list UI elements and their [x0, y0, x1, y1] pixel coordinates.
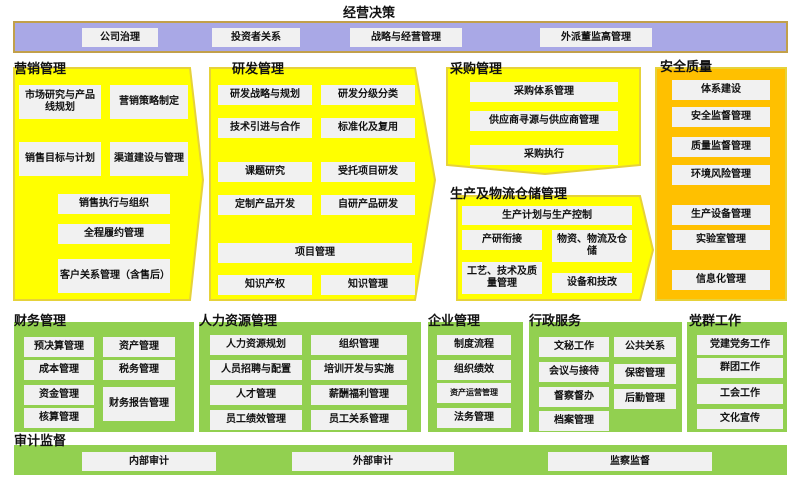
safety-title: 安全质量 [660, 60, 713, 75]
hr-item: 员工关系管理 [311, 410, 407, 430]
finance-item: 成本管理 [24, 360, 94, 380]
production-item: 设备和技改 [552, 273, 632, 293]
finance-item: 预决算管理 [24, 337, 94, 357]
decision-item: 公司治理 [82, 28, 158, 47]
hr-item: 人力资源规划 [210, 335, 302, 355]
party-item: 党建党务工作 [697, 335, 783, 355]
safety-item: 实验室管理 [672, 230, 770, 250]
admin-item: 保密管理 [614, 364, 676, 384]
hr-item: 薪酬福利管理 [311, 385, 407, 405]
rnd-item: 研发战略与规划 [218, 85, 312, 105]
finance-item: 核算管理 [24, 408, 94, 428]
marketing-item: 渠道建设与管理 [110, 142, 188, 176]
admin-item: 后勤管理 [614, 389, 676, 409]
safety-item: 体系建设 [672, 80, 770, 100]
safety-item: 环境风险管理 [672, 165, 770, 185]
admin-item: 文秘工作 [539, 337, 609, 357]
audit-title: 审计监督 [14, 434, 67, 449]
rnd-title: 研发管理 [232, 62, 285, 77]
admin-item: 公共关系 [614, 337, 676, 357]
enterprise-item: 资产运营管理 [437, 383, 511, 403]
rnd-item: 项目管理 [218, 243, 412, 263]
enterprise-item: 法务管理 [437, 408, 511, 428]
marketing-item: 全程履约管理 [58, 224, 170, 244]
safety-item: 信息化管理 [672, 270, 770, 290]
marketing-title: 营销管理 [14, 62, 67, 77]
finance-item: 税务管理 [103, 360, 175, 380]
marketing-item: 营销策略制定 [110, 85, 188, 119]
decision-item: 战略与经营管理 [350, 28, 462, 47]
admin-item: 督察督办 [539, 387, 609, 407]
rnd-item: 定制产品开发 [218, 195, 312, 215]
production-item: 生产计划与生产控制 [462, 206, 632, 225]
finance-title: 财务管理 [14, 314, 67, 329]
hr-item: 人员招聘与配置 [210, 360, 302, 380]
rnd-item: 知识产权 [218, 275, 312, 295]
enterprise-item: 组织绩效 [437, 360, 511, 380]
admin-title: 行政服务 [529, 314, 582, 329]
hr-item: 人才管理 [210, 385, 302, 405]
audit-item: 外部审计 [292, 452, 454, 471]
rnd-item: 受托项目研发 [321, 162, 415, 182]
finance-item: 资产管理 [103, 337, 175, 357]
procurement-item: 供应商寻源与供应商管理 [470, 111, 618, 131]
marketing-item: 销售目标与计划 [19, 142, 101, 176]
hr-item: 培训开发与实施 [311, 360, 407, 380]
safety-item: 安全监督管理 [672, 107, 770, 127]
rnd-item: 课题研究 [218, 162, 312, 182]
rnd-item: 技术引进与合作 [218, 118, 312, 138]
audit-item: 监察监督 [548, 452, 712, 471]
rnd-item: 标准化及复用 [321, 118, 415, 138]
party-item: 群团工作 [697, 358, 783, 378]
admin-item: 档案管理 [539, 411, 609, 431]
finance-item: 资金管理 [24, 385, 94, 405]
hr-item: 员工绩效管理 [210, 410, 302, 430]
decision-title: 经营决策 [343, 6, 396, 21]
procurement-item: 采购体系管理 [470, 82, 618, 102]
rnd-item: 自研产品研发 [321, 195, 415, 215]
safety-item: 生产设备管理 [672, 205, 770, 225]
production-item: 物资、物流及仓储 [552, 230, 632, 262]
decision-item: 投资者关系 [212, 28, 300, 47]
rnd-item: 知识管理 [321, 275, 415, 295]
safety-item: 质量监督管理 [672, 137, 770, 157]
decision-item: 外派董监高管理 [540, 28, 652, 47]
production-item: 产研衔接 [462, 230, 542, 250]
procurement-item: 采购执行 [470, 145, 618, 165]
production-item: 工艺、技术及质量管理 [462, 262, 542, 294]
enterprise-item: 制度流程 [437, 335, 511, 355]
marketing-item: 销售执行与组织 [58, 194, 170, 214]
rnd-item: 研发分级分类 [321, 85, 415, 105]
enterprise-title: 企业管理 [428, 314, 481, 329]
party-item: 文化宣传 [697, 409, 783, 429]
hr-item: 组织管理 [311, 335, 407, 355]
party-title: 党群工作 [689, 314, 742, 329]
finance-item: 财务报告管理 [103, 387, 175, 421]
admin-item: 会议与接待 [539, 362, 609, 382]
party-item: 工会工作 [697, 384, 783, 404]
marketing-item: 市场研究与产品线规划 [19, 85, 101, 119]
audit-item: 内部审计 [82, 452, 216, 471]
hr-title: 人力资源管理 [199, 314, 278, 329]
marketing-item: 客户关系管理（含售后） [58, 259, 170, 293]
procurement-title: 采购管理 [450, 62, 503, 77]
production-title: 生产及物流仓储管理 [450, 187, 568, 202]
